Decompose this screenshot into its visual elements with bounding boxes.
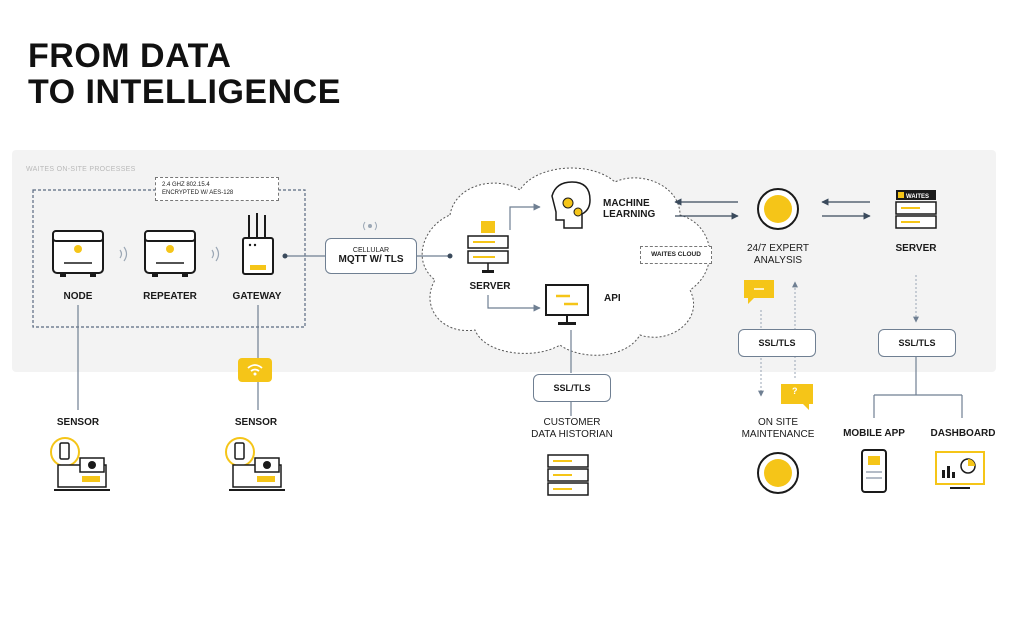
cellular-mqtt-box: CELLULAR MQTT W/ TLS xyxy=(325,238,417,274)
cellular-signal-icon xyxy=(363,221,377,231)
historian-line-2: DATA HISTORIAN xyxy=(531,429,613,440)
onsite-line-2: MAINTENANCE xyxy=(741,429,815,440)
expert-line-2: ANALYSIS xyxy=(753,255,803,266)
expert-analysis-label: 24/7 EXPERT ANALYSIS xyxy=(728,243,828,267)
waites-cloud-label: WAITES CLOUD xyxy=(640,246,712,264)
page-title: FROM DATA TO INTELLIGENCE xyxy=(28,38,341,110)
expert-ssl-badge: SSL/TLS xyxy=(738,329,816,357)
customer-historian-label: CUSTOMER DATA HISTORIAN xyxy=(520,417,624,441)
data-historian-server-icon xyxy=(547,454,589,496)
ml-line-2: LEARNING xyxy=(603,209,656,220)
node-device-icon xyxy=(52,230,104,277)
question-mark-text: ? xyxy=(792,386,798,396)
wireless-wave-icon xyxy=(119,246,220,262)
onsite-maintenance-icon xyxy=(757,452,799,494)
right-ssl-badge: SSL/TLS xyxy=(878,329,956,357)
sensor-label-right: SENSOR xyxy=(234,417,278,428)
expert-line-1: 24/7 EXPERT xyxy=(746,243,810,254)
mobile-app-icon xyxy=(861,449,887,493)
dashboard-label: DASHBOARD xyxy=(930,428,996,439)
radio-spec-line-1: 2.4 GHZ 802.15.4 xyxy=(162,182,210,188)
api-monitor-icon xyxy=(545,284,589,325)
mobile-app-label: MOBILE APP xyxy=(843,428,905,439)
repeater-label: REPEATER xyxy=(143,291,197,302)
sensor-machine-icon-left xyxy=(50,437,110,491)
onsite-line-1: ON SITE xyxy=(757,417,798,428)
machine-learning-label: MACHINE LEARNING xyxy=(603,198,655,220)
onsite-maintenance-label: ON SITE MAINTENANCE xyxy=(728,417,828,441)
onsite-panel-label: WAITES ON-SITE PROCESSES xyxy=(26,166,136,173)
cellular-label: CELLULAR xyxy=(352,247,390,254)
wifi-badge-icon xyxy=(238,358,272,382)
cloud-server-label: SERVER xyxy=(469,281,511,292)
sensor-machine-icon-right xyxy=(225,437,285,491)
repeater-device-icon xyxy=(144,230,196,277)
gateway-label: GATEWAY xyxy=(232,291,282,302)
sensor-label-left: SENSOR xyxy=(56,417,100,428)
waites-brand-text: WAITES xyxy=(906,194,929,200)
historian-ssl-badge: SSL/TLS xyxy=(533,374,611,402)
title-line-2: TO INTELLIGENCE xyxy=(28,73,341,111)
api-label: API xyxy=(604,293,621,304)
mqtt-label: MQTT W/ TLS xyxy=(338,254,404,265)
expert-analysis-icon xyxy=(757,188,799,230)
radio-spec-line-2: ENCRYPTED W/ AES-128 xyxy=(162,190,234,196)
waites-server-icon xyxy=(895,190,937,229)
historian-line-1: CUSTOMER xyxy=(543,417,601,428)
radio-spec-box: 2.4 GHZ 802.15.4 ENCRYPTED W/ AES-128 xyxy=(155,177,279,201)
question-bubble-icon xyxy=(781,384,813,410)
dashboard-monitor-icon xyxy=(935,451,985,489)
chat-bubble-icon xyxy=(744,280,774,304)
title-line-1: FROM DATA xyxy=(28,37,232,75)
ml-line-1: MACHINE xyxy=(603,198,650,209)
gateway-device-icon xyxy=(242,213,274,275)
right-server-label: SERVER xyxy=(895,243,937,254)
machine-learning-brain-icon xyxy=(551,181,591,229)
cloud-server-icon xyxy=(467,221,509,273)
node-label: NODE xyxy=(63,291,93,302)
